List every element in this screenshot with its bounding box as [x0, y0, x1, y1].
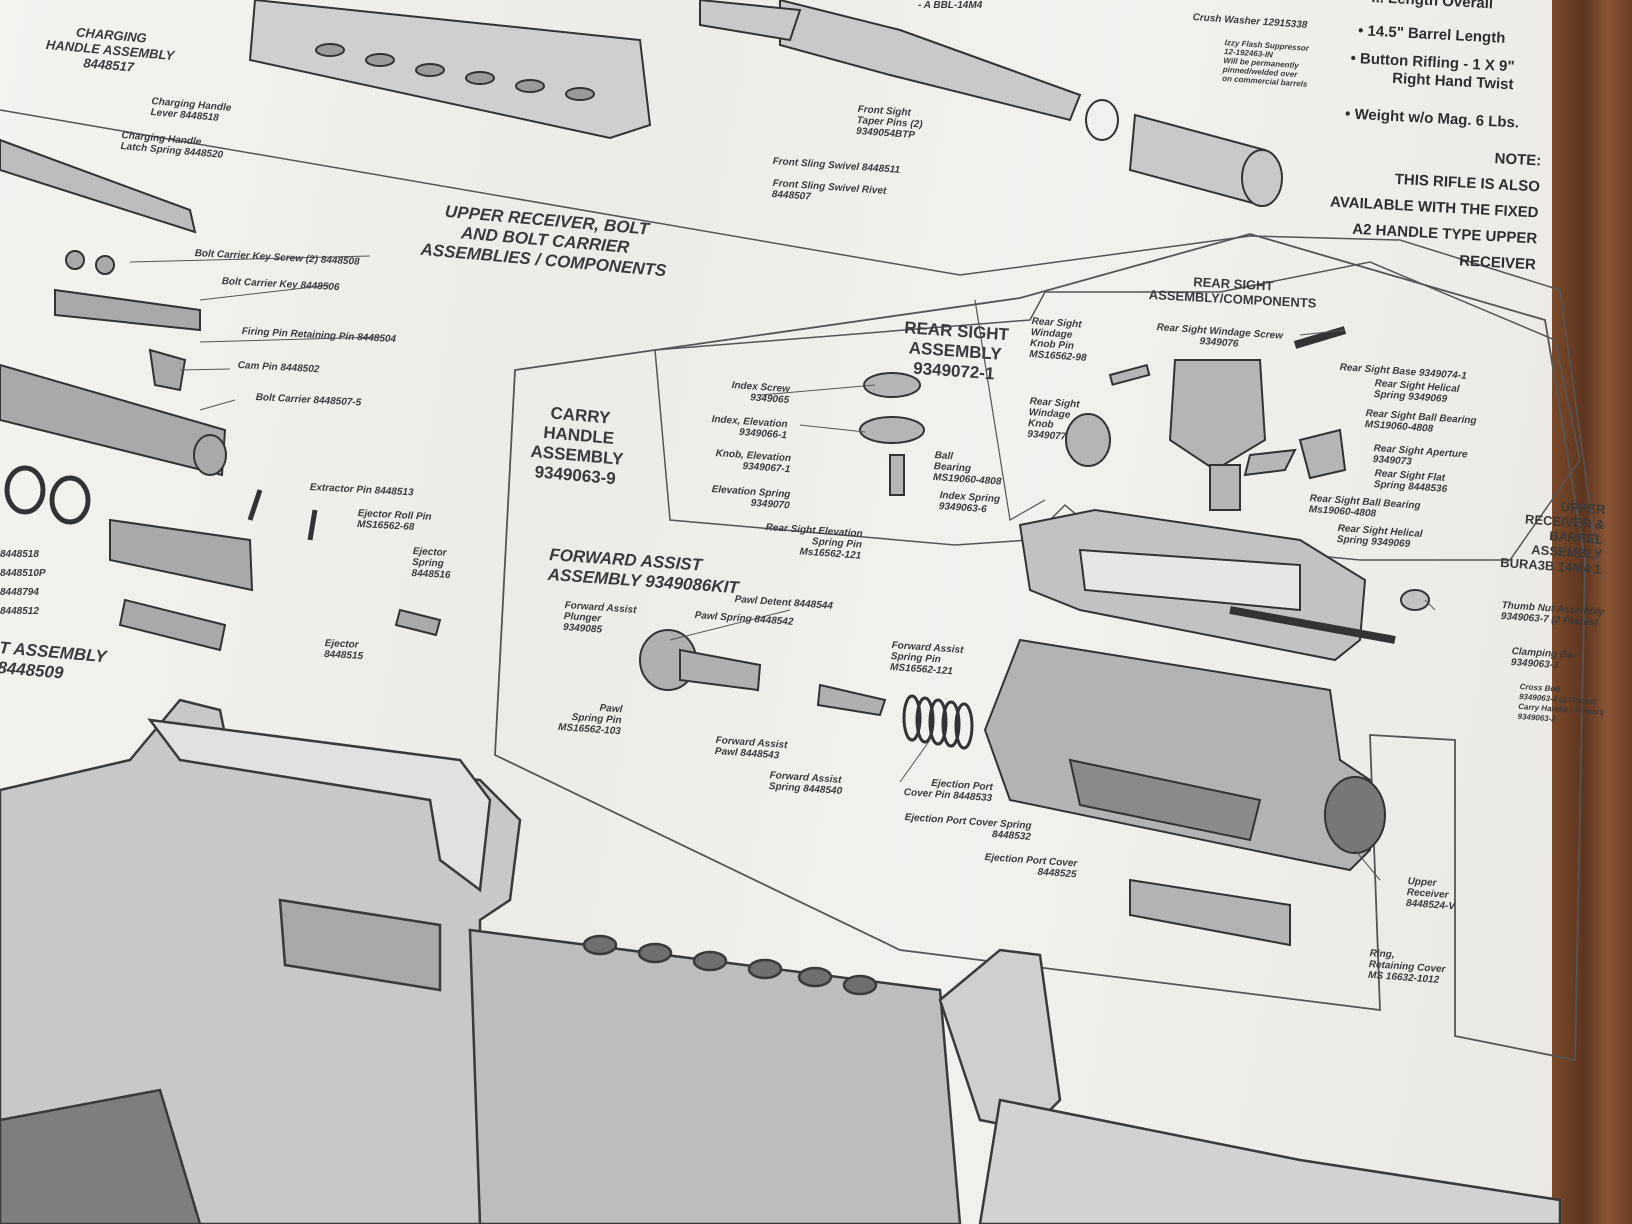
rear-sight-parts-drawing [859, 326, 1347, 511]
top-handguard-drawing [248, 0, 652, 140]
label-fa-spring-pin: Forward Assist Spring Pin MS16562-121 [889, 640, 964, 678]
label-a-bbl: - A BBL-14M4 [918, 0, 983, 11]
label-left-codes: 8448518 8448510P 8448794 8448512 [0, 549, 46, 617]
label-ball-bearing: Ball Bearing MS19060-4808 [932, 450, 1002, 488]
bolt-carrier-drawing [0, 250, 442, 652]
barrel-drawing [699, 0, 1283, 207]
heading-upper-receiver-barrel: UPPER RECEIVER & BARREL ASSEMBLY BURA3B … [1499, 498, 1606, 577]
label-elevation-spring-pin: Rear Sight Elevation Spring Pin Ms16562-… [765, 522, 864, 562]
rear-sight-section-outline [654, 261, 1581, 561]
forward-assist-drawing [639, 629, 974, 750]
label-clamping-bar: Clamping Bar 9349063-3 [1510, 646, 1577, 672]
label-windage-knob-pin: Rear Sight Windage Knob Pin MS16562-98 [1028, 316, 1087, 364]
label-flash-suppressor: Izzy Flash Suppressor 12-192463-IN Will … [1221, 38, 1310, 89]
label-index-screw: Index Screw 9349065 [731, 380, 791, 407]
label-pawl-spring-pin: Pawl Spring Pin MS16562-103 [557, 702, 623, 738]
label-upper-receiver: Upper Receiver 8448524-V [1405, 876, 1456, 913]
heading-carry-handle: CARRY HANDLE ASSEMBLY 9349063-9 [529, 403, 625, 489]
charging-handle-drawing [0, 138, 197, 234]
label-cross-bolt: Cross Bolt 9349063-4 (2 Places) Carry Ha… [1517, 682, 1605, 724]
label-retaining-ring: Ring, Retaining Cover MS 16632-1012 [1367, 948, 1446, 986]
label-ejector-roll-pin: Ejector Roll Pin MS16562-68 [356, 508, 432, 533]
label-ejector: Ejector 8448515 [323, 638, 364, 663]
label-fa-plunger: Forward Assist Plunger 9349085 [562, 600, 637, 636]
upper-receiver-drawing [983, 638, 1386, 947]
carry-handle-drawing [1018, 508, 1430, 662]
complete-rifle-drawing [0, 698, 1562, 1224]
label-windage-knob: Rear Sight Windage Knob 9349077 [1026, 396, 1080, 443]
upper-receiver-section-outline [494, 233, 1586, 1062]
label-front-sight-pin: Front Sight Taper Pins (2) 9349054BTP [855, 104, 923, 142]
wood-background [1552, 0, 1632, 1224]
heading-rear-sight: REAR SIGHT ASSEMBLY 9349072-1 [903, 318, 1010, 384]
label-index-spring: Index Spring 9349063-6 [938, 490, 1001, 516]
label-ejector-spring: Ejector Spring 8448516 [411, 546, 451, 581]
spec-note: NOTE: THIS RIFLE IS ALSO AVAILABLE WITH … [1329, 150, 1542, 274]
